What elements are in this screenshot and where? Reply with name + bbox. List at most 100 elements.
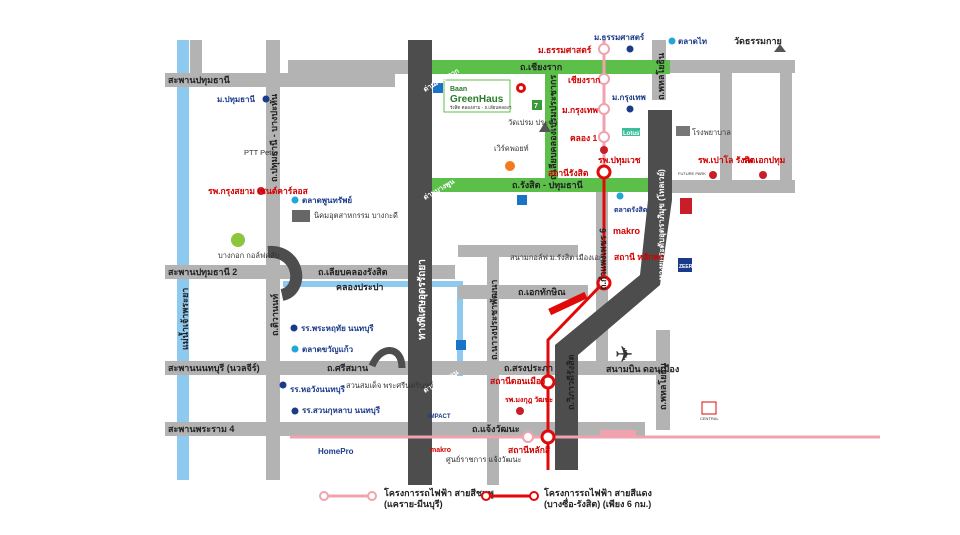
station-laksi-pink[interactable]: [522, 431, 534, 443]
station-don-mueang[interactable]: [540, 374, 556, 390]
label-mongkut: รพ.มงกุฎ วัฒนะ: [505, 396, 553, 404]
label-zeer: ZEER: [679, 264, 693, 270]
label-ekkachai: ถ.เอกทักษิณ: [518, 287, 566, 297]
label-golf-muang-ek: สนามกอล์ฟ ม.รังสิต เมืองเอก: [510, 253, 603, 262]
lotus-icon: [622, 128, 640, 136]
label-sri-saman-park: สวนสมเด็จ พระศรีนครินทร์: [346, 380, 433, 390]
label-rama4-bridge: สะพานพระราม 4: [168, 424, 234, 434]
label-rangsit-station: สถานีรังสิต: [548, 168, 589, 178]
label-pathum-bridge-2: สะพานปทุมธานี 2: [168, 267, 237, 278]
airplane-icon: ✈: [615, 343, 633, 368]
label-laksi-station: สถานีหลักสี่: [508, 443, 551, 455]
label-talad-phoonsap: ตลาดพูนทรัพย์: [302, 195, 352, 206]
canal-prapa-v: [457, 281, 463, 376]
train-icon-red: [548, 291, 588, 316]
label-future-park: FUTURE PARK: [678, 171, 706, 176]
school-icon-pathum: [262, 95, 270, 103]
label-makro-1: makro: [613, 226, 641, 236]
label-liab-khlong: ถ.เลียบคลองรังสิต: [318, 267, 388, 277]
road-phahon-south: [656, 330, 670, 430]
label-nonthaburi-bridge: สะพานนนทบุรี (นวลจีร์): [168, 362, 260, 374]
legend-pink-swatch: [319, 491, 377, 501]
canal-prapa-h: [283, 281, 463, 287]
label-kasem-hosp: รพ.กรุงสยาม เซนต์คาร์ลอส: [208, 186, 309, 197]
station-bangkok-univ[interactable]: [598, 103, 610, 115]
label-chiang-rak-station: เชียงราก: [568, 75, 600, 85]
label-workpoint: เวิร์คพอยท์: [494, 144, 529, 153]
legend-red-swatch: [481, 491, 539, 501]
label-talad-thai: ตลาดไท: [678, 36, 707, 46]
label-thammasat-top: ม.ธรรมศาสตร์: [594, 32, 645, 42]
label-central: CENTRAL: [700, 416, 719, 421]
label-pakret-school: รร.พระหฤทัย นนทบุรี: [301, 323, 374, 334]
label-impact: IMPACT: [428, 414, 451, 420]
temple-icon-prem: [539, 122, 551, 132]
hospital-icon-pathumvej: [600, 146, 608, 154]
road-pathum-bridge-2: [165, 265, 455, 279]
central-icon: [701, 401, 717, 415]
road-sri-saman-curve: [368, 347, 406, 369]
label-pathum-univ: ม.ปทุมธานี: [217, 94, 255, 105]
label-bangkok-univ-station: ม.กรุงเทพ: [562, 105, 598, 116]
station-rangsit[interactable]: [596, 164, 612, 180]
road-west-short: [190, 40, 202, 80]
temple-icon-thammakaya: [774, 44, 786, 52]
label-hormwang-school: รร.หอวังนนทบุรี: [290, 384, 346, 395]
school-icon-thammasat: [626, 45, 634, 53]
highway-exit-icon-2: [517, 195, 527, 205]
label-hospital: โรงพยาบาล: [692, 128, 731, 137]
label-chiang-rak: ถ.เชียงราก: [520, 62, 562, 72]
label-chaeng-watthana: ถ.แจ้งวัฒนะ: [472, 424, 520, 434]
highway-exit-icon-3: [456, 340, 466, 350]
hospital-icon-aek: [759, 171, 767, 179]
golf-icon: [231, 233, 245, 247]
station-khlong1[interactable]: [598, 131, 610, 143]
label-wat-thammakaya: วัดธรรมกาย: [734, 36, 782, 46]
road-rangsit-pathum-green: [430, 178, 655, 192]
project-card[interactable]: [443, 79, 511, 113]
label-sri-saman: ถ.ศรีสมาน: [327, 363, 369, 373]
label-thammasat-station: ม.ธรรมศาสตร์: [538, 45, 592, 55]
label-lotus: Lotus's: [623, 131, 645, 137]
label-wat-prem: วัดเปรม ประชา: [508, 118, 558, 127]
label-makro-3: makro: [430, 447, 451, 454]
red-line-track: [546, 168, 606, 470]
label-bypass: ถ.เลียบคลองเปรมประชากร: [548, 75, 558, 180]
road-naway: [487, 245, 499, 485]
label-prachachuen: ถ.นาวงประชาพัฒนา: [489, 280, 499, 360]
highway-exit-icon: [433, 83, 443, 93]
market-icon-rangsit: [616, 192, 624, 200]
project-brand: Baan: [450, 86, 467, 93]
road-right-v2: [780, 60, 792, 190]
legend-red-label: โครงการรถไฟฟ้า สายสีแดง (บางซื่อ-รังสิต)…: [544, 488, 652, 509]
station-thammasat[interactable]: [598, 43, 610, 55]
factory-icon: [292, 210, 310, 222]
label-chao-phraya: แม่น้ำเจ้าพระยา: [178, 288, 190, 350]
makro-icon-1: [612, 226, 638, 235]
seven-eleven-icon: [532, 100, 542, 110]
label-rangsit-hospital: รพ.เปาโล รังสิต: [698, 155, 756, 165]
market-icon-thai: [668, 37, 676, 45]
homepro-icon: [316, 444, 354, 456]
station-chiang-rak[interactable]: [598, 73, 610, 85]
road-pathum-bangpun: [266, 40, 280, 480]
label-golf-bangkok: บางกอก กอล์ฟคลับ: [218, 251, 280, 260]
project-name: GreenHaus: [450, 94, 504, 105]
label-homepro: HomePro: [318, 447, 354, 456]
station-lak-hok[interactable]: [596, 275, 612, 291]
seven-eleven-label: 7: [534, 103, 538, 110]
road-bypass-green: [545, 60, 558, 192]
highway-udon-rattaya: [408, 40, 432, 485]
hospital-icon-paolo: [709, 171, 717, 179]
legend-pink-label: โครงการรถไฟฟ้า สายสีชมพู (แคราย-มีนบุรี): [384, 488, 494, 509]
label-don-mueang: สนามบิน ดอนเมือง: [606, 363, 679, 374]
train-icon-pink: [600, 430, 636, 436]
label-talad-kwan: ตลาดขวัญแก้ว: [302, 344, 354, 355]
label-rangsit-pathum: ถ.รังสิต - ปทุมธานี: [512, 180, 584, 191]
workpoint-icon: [505, 161, 515, 171]
road-right-v1: [720, 60, 732, 190]
station-laksi[interactable]: [540, 429, 556, 445]
label-songprapa: ถ.สรงประภา: [504, 363, 553, 373]
river-chao-phraya: [177, 40, 189, 480]
